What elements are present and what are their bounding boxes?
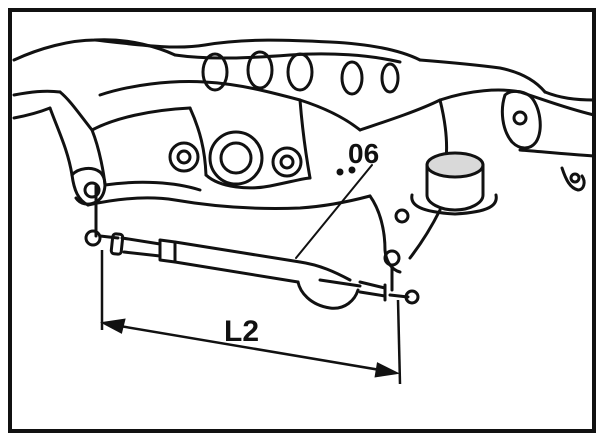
figure-border	[8, 8, 596, 433]
part-number-label: 06	[348, 138, 379, 169]
subframe-drawing	[12, 38, 596, 310]
dimension-label: L2	[224, 315, 259, 348]
adjuster-rod	[84, 184, 420, 310]
dimension-l2	[100, 250, 402, 385]
